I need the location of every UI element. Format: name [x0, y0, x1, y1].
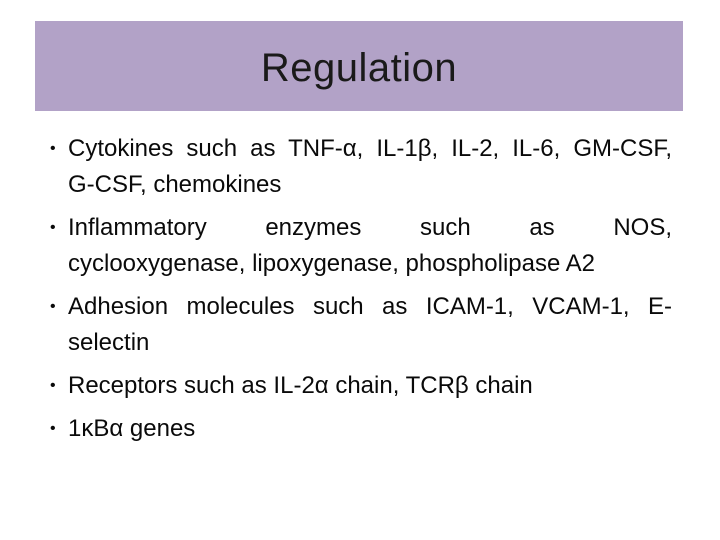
bullet-item-receptors: • Receptors such as IL-2α chain, TCRβ ch…: [50, 368, 672, 404]
slide-title: Regulation: [260, 46, 458, 90]
bullet-line: Receptors such as IL-2α chain, TCRβ chai…: [68, 372, 533, 399]
bullet-marker: •: [50, 140, 56, 157]
bullet-item-enzymes: • Inflammatory enzymes such as NOS, cycl…: [50, 210, 672, 282]
bullet-line: Inflammatory enzymes such as NOS,: [68, 214, 672, 241]
bullet-item-cytokines: • Cytokines such as TNF-α, IL-1β, IL-2, …: [50, 131, 672, 203]
bullet-marker: •: [50, 298, 56, 315]
bullet-line: Adhesion molecules such as ICAM-1, VCAM-…: [68, 293, 672, 320]
bullet-line: 1κBα genes: [68, 415, 196, 442]
bullet-item-adhesion-molecules: • Adhesion molecules such as ICAM-1, VCA…: [50, 289, 672, 361]
bullet-line: cyclooxygenase, lipoxygenase, phospholip…: [68, 250, 596, 277]
bullet-marker: •: [50, 377, 56, 394]
bullet-marker: •: [50, 420, 56, 437]
bullet-line: selectin: [68, 329, 150, 356]
bullet-line: G-CSF, chemokines: [68, 171, 282, 198]
title-band: Regulation: [35, 21, 683, 111]
bullet-item-genes: • 1κBα genes: [50, 411, 672, 447]
bullet-marker: •: [50, 219, 56, 236]
bullet-list: • Cytokines such as TNF-α, IL-1β, IL-2, …: [50, 131, 672, 447]
bullet-line: Cytokines such as TNF-α, IL-1β, IL-2, IL…: [68, 135, 672, 162]
